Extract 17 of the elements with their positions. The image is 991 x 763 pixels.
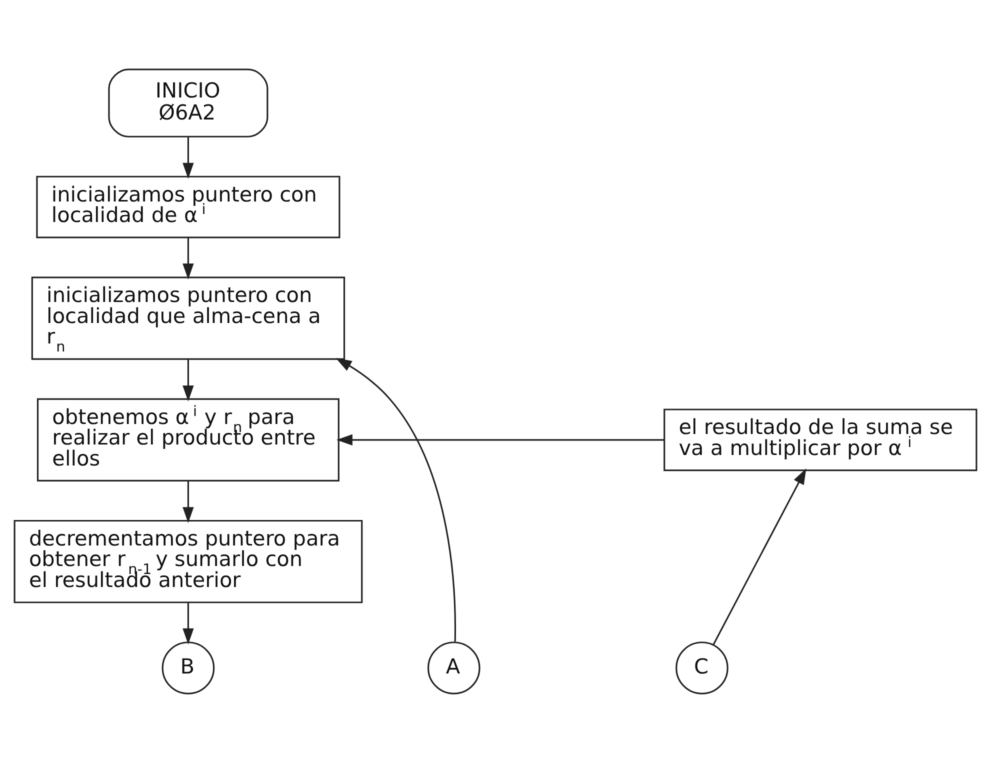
node-box: INICIO Ø6A2	[108, 68, 268, 138]
node-box: decrementamos puntero para obtener r$_{n-1}$ y sumarlo con el resultado anterior	[14, 520, 363, 604]
node-circle: B	[162, 642, 215, 694]
arrow	[182, 238, 194, 280]
node-box: el resultado de la suma se va a multiplicar por α$^{i}$	[664, 408, 978, 472]
arrow	[336, 358, 456, 642]
node-circle: A	[427, 642, 480, 694]
arrow	[712, 468, 806, 646]
arrow	[336, 434, 664, 446]
node-box: obtenemos α$^{i}$ y r$_{n}$ para realizar el producto entre ellos	[36, 398, 340, 482]
arrow	[182, 359, 194, 402]
node-box: inicializamos puntero con localidad de α$^{i}$	[36, 176, 340, 238]
arrow	[182, 602, 194, 644]
arrow	[182, 137, 194, 179]
node-box: inicializamos puntero con localidad que alma-cena a r$_{n}$	[31, 276, 346, 360]
node-circle: C	[676, 642, 728, 694]
arrow	[182, 480, 194, 524]
